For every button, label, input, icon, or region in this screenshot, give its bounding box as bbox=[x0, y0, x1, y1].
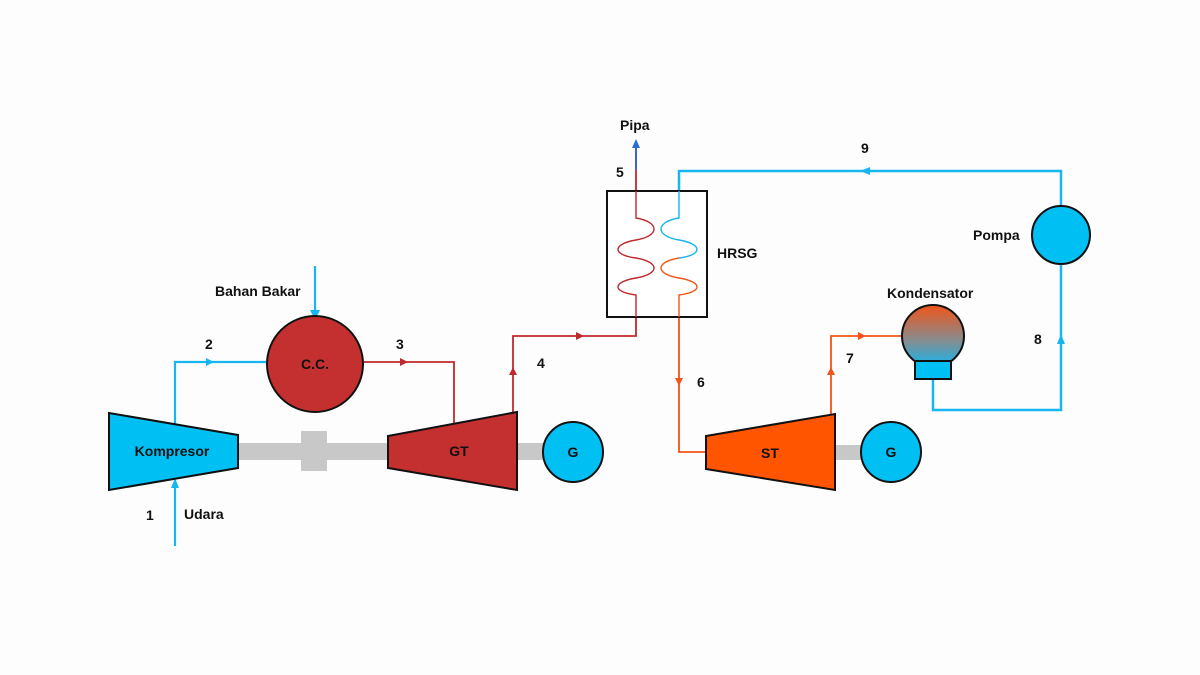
stream-7-exhaust-steam bbox=[830, 335, 902, 415]
generator-1-label: G bbox=[568, 444, 579, 460]
compressor-label: Kompresor bbox=[135, 443, 210, 459]
stack-label: Pipa bbox=[620, 117, 650, 133]
air-label: Udara bbox=[184, 506, 224, 522]
gas-turbine-shape bbox=[387, 410, 518, 492]
condenser-hotwell bbox=[914, 360, 952, 380]
arrow-air-inlet bbox=[171, 478, 179, 488]
hrsg-steam-coil bbox=[660, 257, 698, 317]
combustion-chamber-label: C.C. bbox=[301, 356, 329, 372]
fuel-label: Bahan Bakar bbox=[215, 283, 301, 299]
condenser-label: Kondensator bbox=[887, 285, 974, 301]
hrsg-water-coil bbox=[660, 191, 698, 259]
state-8: 8 bbox=[1034, 331, 1042, 347]
state-7: 7 bbox=[846, 350, 854, 366]
generator-1 bbox=[542, 421, 604, 483]
shaft-gt-generator bbox=[516, 443, 546, 460]
state-2: 2 bbox=[205, 336, 213, 352]
steam-turbine-label: ST bbox=[761, 445, 779, 461]
condenser-shell bbox=[901, 304, 965, 368]
arrow-stack bbox=[632, 139, 640, 148]
shaft-coupling bbox=[301, 431, 327, 471]
state-1: 1 bbox=[146, 507, 154, 523]
air-lines bbox=[173, 266, 317, 546]
arrow-stream-7-right bbox=[858, 332, 866, 340]
state-6: 6 bbox=[697, 374, 705, 390]
state-3: 3 bbox=[396, 336, 404, 352]
stream-3-hot-gas bbox=[362, 361, 455, 425]
hrsg-gas-coil bbox=[617, 191, 655, 317]
hrsg-box bbox=[606, 190, 708, 318]
shaft-st-generator bbox=[834, 445, 862, 460]
stream-9-feedwater bbox=[677, 169, 1063, 218]
state-4: 4 bbox=[537, 355, 545, 371]
steam-lines bbox=[678, 295, 902, 453]
arrow-stream-4-up bbox=[509, 367, 517, 375]
water-lines bbox=[677, 169, 1063, 412]
state-9: 9 bbox=[861, 140, 869, 156]
arrow-stream-3 bbox=[400, 358, 408, 366]
steam-turbine-shape bbox=[705, 412, 836, 492]
arrow-stream-6 bbox=[675, 378, 683, 386]
generator-2-label: G bbox=[886, 444, 897, 460]
stream-2-compressed-air bbox=[173, 360, 268, 427]
state-5: 5 bbox=[616, 164, 624, 180]
gas-turbine-label: GT bbox=[449, 443, 469, 459]
arrow-stream-4-right bbox=[576, 332, 584, 340]
pump bbox=[1031, 205, 1091, 265]
compressor-shape bbox=[108, 411, 239, 492]
combustion-chamber bbox=[266, 315, 364, 413]
pump-label: Pompa bbox=[973, 227, 1020, 243]
gas-lines bbox=[362, 146, 637, 425]
stream-6-live-steam bbox=[678, 295, 706, 453]
arrow-stream-8 bbox=[1057, 334, 1065, 344]
arrow-stream-2 bbox=[206, 358, 214, 366]
arrow-stream-9 bbox=[860, 167, 870, 175]
generator-2 bbox=[860, 421, 922, 483]
arrow-stream-7-up bbox=[827, 367, 835, 375]
hrsg-label: HRSG bbox=[717, 245, 758, 261]
